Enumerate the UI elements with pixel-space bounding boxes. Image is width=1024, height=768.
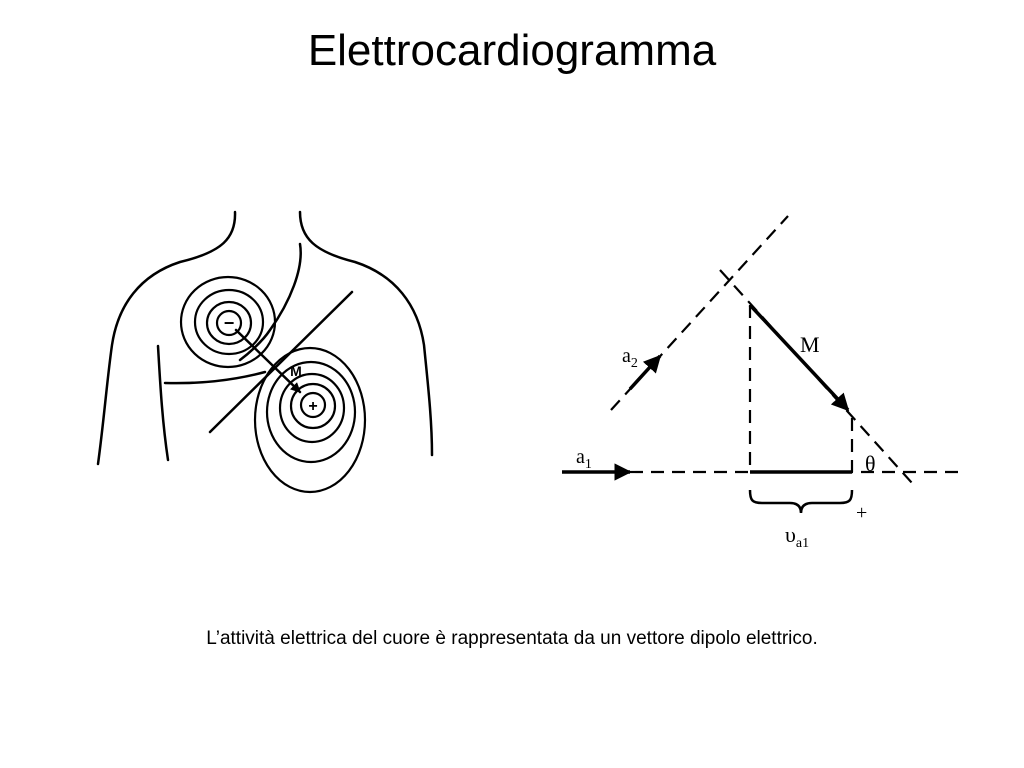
dipole-vector-m (748, 303, 850, 412)
torso-outline-right (298, 210, 434, 457)
negative-isopotential-rings (179, 275, 277, 369)
pectoral-line (163, 370, 267, 385)
axis-a2-label: a2 (622, 345, 638, 371)
torso-outline-left (96, 210, 237, 466)
inner-contour-left (156, 344, 170, 462)
positive-pole-sign: + (308, 398, 317, 415)
positive-isopotential-rings (253, 346, 367, 494)
torso-dipole-arrow (234, 328, 302, 394)
projection-brace (748, 489, 854, 514)
caption: L’attività elettrica del cuore è rappres… (206, 628, 818, 649)
axis-a1-label: a1 (576, 446, 592, 472)
angle-theta-label: θ (865, 451, 876, 476)
slide-title: Elettrocardiogramma (307, 26, 717, 75)
negative-pole-sign: − (224, 313, 235, 333)
vector-m-label: M (800, 332, 820, 357)
zero-potential-line (208, 290, 354, 434)
vector-diagram (562, 215, 965, 514)
plus-sign: + (856, 502, 867, 524)
torso-figure (96, 210, 434, 494)
inner-contour-right (238, 242, 302, 362)
projection-label: υa1 (785, 522, 809, 551)
axis-a2-arrow (628, 354, 662, 391)
torso-dipole-label: M (290, 363, 302, 379)
